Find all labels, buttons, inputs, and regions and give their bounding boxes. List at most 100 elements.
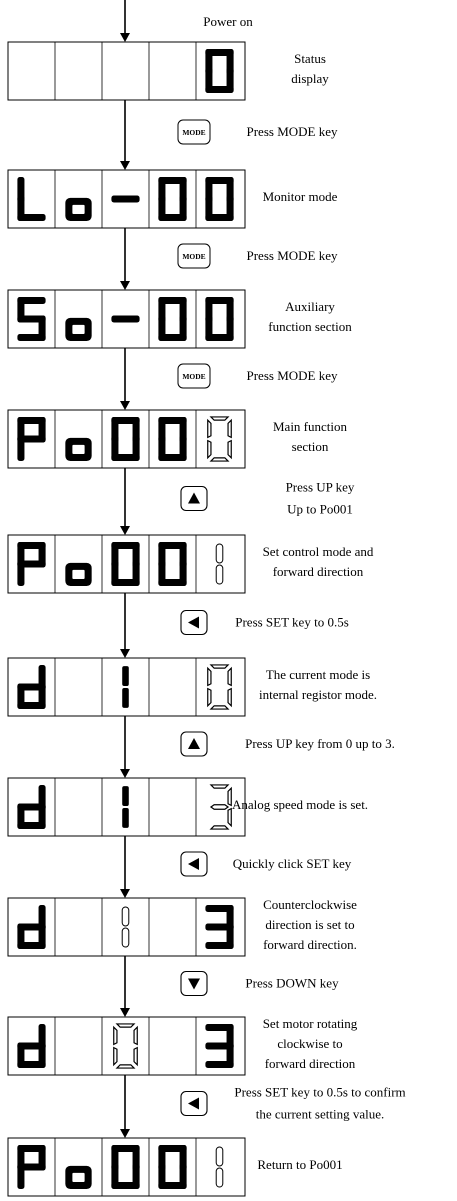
mode-key-icon: MODE: [177, 119, 211, 145]
step-description: Main function section: [273, 419, 348, 454]
display-digit: [207, 416, 232, 462]
step-description: Analog speed mode is set.: [232, 797, 368, 812]
display-digit: [158, 296, 187, 342]
mode-key-icon: MODE: [177, 363, 211, 389]
display-digit: [65, 1165, 92, 1190]
flow-arrow-head: [120, 526, 130, 535]
step-instruction-line: Quickly click SET key: [233, 856, 352, 871]
step-description-line: section: [292, 439, 329, 454]
display-digit: [215, 543, 224, 585]
display-digit: [111, 416, 140, 462]
up-key-icon: [180, 731, 208, 757]
display-digit: [65, 197, 92, 222]
mode-key-label: MODE: [182, 252, 205, 261]
step-description-line: Analog speed mode is set.: [232, 797, 368, 812]
set-key-icon: [180, 1090, 208, 1117]
display-digit: [205, 176, 234, 222]
display-digit: [17, 296, 46, 342]
display-digit: [17, 784, 46, 830]
display-digit: [111, 195, 140, 203]
step-description-line: function section: [268, 319, 352, 334]
seven-segment-display: [7, 1016, 246, 1076]
step-description-line: Counterclockwise: [263, 897, 357, 912]
seven-segment-display: [7, 409, 246, 469]
step-instruction-line: Up to Po001: [287, 502, 353, 517]
seven-segment-display: [7, 897, 246, 957]
display-digit: [207, 664, 232, 710]
step-description-line: display: [291, 71, 329, 86]
step-instruction: Press UP key from 0 up to 3.: [245, 736, 395, 751]
step-description: The current mode is internal registor mod…: [259, 667, 377, 702]
step-description: Auxiliary function section: [268, 299, 352, 334]
step-description-line: direction is set to: [265, 917, 354, 932]
display-digit: [209, 784, 232, 830]
flow-arrow-head: [120, 649, 130, 658]
step-description-line: The current mode is: [266, 667, 370, 682]
seven-segment-display: [7, 289, 246, 349]
step-instruction-line: Press MODE key: [247, 124, 338, 139]
display-digit: [111, 1144, 140, 1190]
step-description-line: Main function: [273, 419, 348, 434]
seven-segment-display: [7, 169, 246, 229]
step-description-line: Return to Po001: [257, 1157, 342, 1172]
display-digit: [158, 416, 187, 462]
step-description-line: Set control mode and: [263, 544, 374, 559]
step-description-line: Monitor mode: [263, 189, 338, 204]
step-instruction-line: Press MODE key: [247, 248, 338, 263]
step-description: Return to Po001: [257, 1157, 342, 1172]
step-instruction: Quickly click SET key: [233, 856, 352, 871]
display-digit: [17, 664, 46, 710]
step-instruction-line: Press UP key: [286, 480, 355, 495]
step-description-line: Set motor rotating: [263, 1016, 358, 1031]
flow-arrow-head: [120, 281, 130, 290]
flow-arrow-head: [120, 401, 130, 410]
flow-arrow-head: [120, 769, 130, 778]
display-digit: [65, 437, 92, 462]
display-digit: [205, 1023, 234, 1069]
display-digit: [158, 541, 187, 587]
display-digit: [17, 1023, 46, 1069]
flow-arrow-head: [120, 1129, 130, 1138]
seven-segment-display: [7, 534, 246, 594]
step-instruction: Press SET key to 0.5s: [235, 615, 349, 630]
display-digit: [17, 176, 46, 222]
step-description-line: forward direction: [265, 1056, 356, 1071]
step-instruction-line: Press DOWN key: [245, 976, 339, 991]
step-instruction-line: Press SET key to 0.5s to confirm: [234, 1085, 405, 1100]
display-digit: [205, 904, 234, 950]
display-digit: [215, 1146, 224, 1188]
step-instruction-line: Press SET key to 0.5s: [235, 615, 349, 630]
step-description-line: Auxiliary: [285, 299, 335, 314]
step-instruction-line: Press MODE key: [247, 368, 338, 383]
display-digit: [111, 541, 140, 587]
flow-arrow-head: [120, 33, 130, 42]
mode-key-label: MODE: [182, 372, 205, 381]
display-digit: [158, 176, 187, 222]
display-digit: [113, 1023, 138, 1069]
step-instruction: Press MODE key: [247, 248, 338, 263]
set-key-icon: [180, 609, 208, 636]
display-digit: [65, 562, 92, 587]
mode-key-label: MODE: [182, 128, 205, 137]
display-digit: [205, 48, 234, 94]
display-digit: [121, 906, 130, 948]
step-description-line: forward direction.: [263, 937, 357, 952]
step-description: Counterclockwise direction is set to forwa…: [263, 897, 357, 952]
step-instruction: Press MODE key: [247, 124, 338, 139]
display-digit: [158, 1144, 187, 1190]
seven-segment-display: [7, 777, 246, 837]
down-key-icon: [180, 970, 208, 997]
flow-arrow-head: [120, 1008, 130, 1017]
step-description-line: internal registor mode.: [259, 687, 377, 702]
display-digit: [17, 416, 46, 462]
step-description: Monitor mode: [263, 189, 338, 204]
power-on-label: Power on: [203, 14, 253, 29]
display-digit: [17, 904, 46, 950]
set-key-icon: [180, 851, 208, 877]
mode-key-icon: MODE: [177, 243, 211, 269]
